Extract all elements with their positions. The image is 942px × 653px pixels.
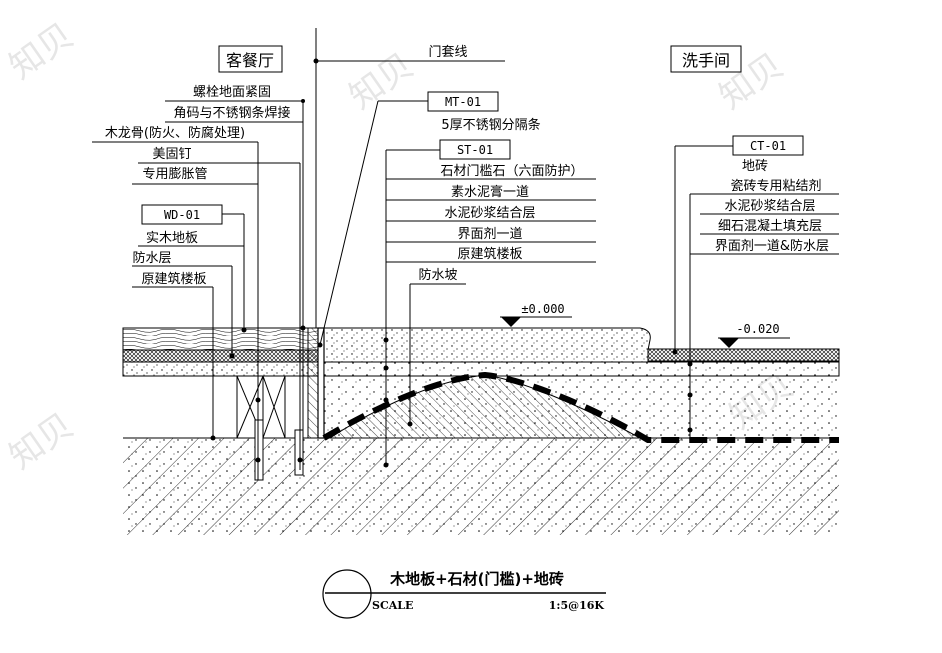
callout-text: 螺栓地面紧固 xyxy=(193,85,271,100)
room-label-box xyxy=(218,45,283,73)
floor-tile xyxy=(647,348,840,362)
leader-dot xyxy=(300,325,306,331)
leader-dot xyxy=(229,353,235,359)
st-layer: 水泥砂浆结合层 xyxy=(444,206,535,221)
leader-dot xyxy=(210,435,216,441)
ct-callout: CT-01 地砖 瓷砖专用粘结剂 水泥砂浆结合层 细石混凝土填充层 界面剂一道&… xyxy=(672,135,839,440)
st-layer: 界面剂一道 xyxy=(457,227,522,242)
base-layer-left xyxy=(122,361,319,377)
waterproof-membrane-line xyxy=(322,371,839,443)
wd-callout: WD-01 实木地板 防水层 原建筑楼板 xyxy=(132,204,247,441)
watermark-text: 知贝 xyxy=(2,16,81,88)
leader-dot xyxy=(383,462,389,468)
level-zero: ±0.000 xyxy=(521,302,564,316)
leader-dot xyxy=(301,99,305,103)
level-triangle xyxy=(501,317,521,327)
waterproof-slope-label: 防水坡 xyxy=(418,267,457,283)
st-layer: 石材门槛石（六面防护） xyxy=(440,163,583,179)
level-triangle xyxy=(719,338,739,348)
drawing-title: 木地板+石材(门槛)+地砖 xyxy=(389,570,564,588)
leader-dot xyxy=(407,421,413,427)
room-label-box xyxy=(670,45,742,73)
st-callout: ST-01 石材门槛石（六面防护） 素水泥膏一道 水泥砂浆结合层 界面剂一道 原… xyxy=(383,139,596,468)
wd-layer: 实木地板 xyxy=(146,231,198,246)
leader-dot xyxy=(297,457,303,463)
st-layer: 素水泥膏一道 xyxy=(451,184,529,200)
callout-text: 美固钉 xyxy=(152,147,191,162)
callout-text: 木龙骨(防火、防腐处理) xyxy=(105,125,245,141)
ct-layer: 水泥砂浆结合层 xyxy=(724,199,815,214)
wd-layer: 防水层 xyxy=(132,250,171,266)
callout-text: 角码与不锈钢条焊接 xyxy=(173,105,290,121)
leader-dot xyxy=(687,427,693,433)
mt-desc: 5厚不锈钢分隔条 xyxy=(441,117,540,133)
st-tag: ST-01 xyxy=(457,143,493,157)
ct-layer: 细石混凝土填充层 xyxy=(718,218,822,234)
title-block: 木地板+石材(门槛)+地砖 SCALE 1:5@16K xyxy=(322,569,606,619)
wd-layer: 原建筑楼板 xyxy=(141,271,206,287)
scale-label: SCALE xyxy=(372,599,413,612)
leader-dot xyxy=(241,327,247,333)
watermark-text: 知贝 xyxy=(2,406,81,478)
detail-circle xyxy=(322,569,372,619)
expansion-tube xyxy=(254,419,264,481)
leader-dot xyxy=(383,397,389,403)
scale-value: 1:5@16K xyxy=(549,599,605,612)
watermark-text: 知贝 xyxy=(342,46,421,118)
room-label-left: 客餐厅 xyxy=(226,51,274,70)
waterproof-layer-left xyxy=(122,349,319,363)
leader-dot xyxy=(672,349,678,355)
leader-dot xyxy=(687,361,693,367)
leader-dot xyxy=(383,337,389,343)
mt-tag: MT-01 xyxy=(445,95,481,109)
joist-cross xyxy=(236,375,264,439)
leader-dot xyxy=(687,392,693,398)
leader-dot xyxy=(313,58,319,64)
cement-paste-texture xyxy=(324,362,839,376)
mt-callout: MT-01 5厚不锈钢分隔条 xyxy=(317,91,541,348)
wood-floor-board xyxy=(122,327,319,351)
ct-layer: 地砖 xyxy=(742,159,768,174)
leader-dot xyxy=(255,397,261,403)
level-bath: -0.020 xyxy=(736,322,779,336)
steel-angle xyxy=(307,327,319,439)
mt-leader xyxy=(319,100,379,346)
leader-dot xyxy=(317,342,323,348)
wd-tag: WD-01 xyxy=(164,208,200,222)
expansion-tube xyxy=(294,429,304,476)
callout-text: 专用膨胀管 xyxy=(142,167,207,182)
door-casing-label: 门套线 xyxy=(428,44,467,60)
leader-dot xyxy=(383,365,389,371)
leader-dot xyxy=(255,457,261,463)
st-layer: 原建筑楼板 xyxy=(457,246,522,262)
left-callout-group: 螺栓地面紧固 角码与不锈钢条焊接 木龙骨(防火、防腐处理) 美固钉 专用膨胀管 xyxy=(92,85,306,480)
stone-threshold xyxy=(323,327,651,363)
ct-tag: CT-01 xyxy=(750,139,786,153)
ct-layer: 界面剂一道&防水层 xyxy=(715,238,829,254)
room-label-right: 洗手间 xyxy=(682,51,730,70)
joist-cross xyxy=(262,375,286,439)
ct-layer: 瓷砖专用粘结剂 xyxy=(730,179,821,194)
building-slab-texture xyxy=(123,438,839,535)
